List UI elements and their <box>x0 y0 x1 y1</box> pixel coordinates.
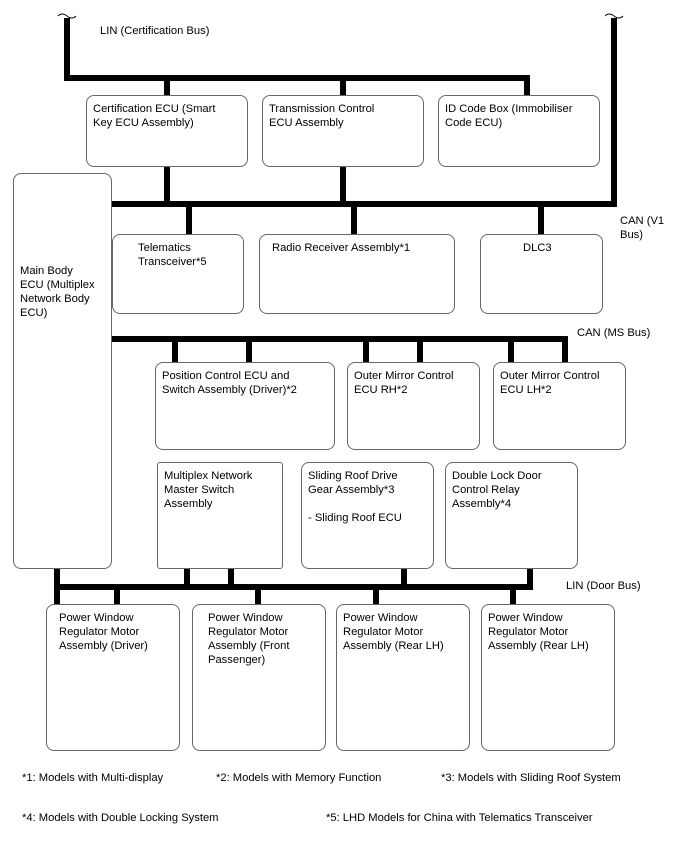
radio-receiver-label: Radio Receiver Assembly*1 <box>272 242 411 254</box>
footnote-2: *2: Models with Memory Function <box>216 772 382 784</box>
lin-door-bus-label: LIN (Door Bus) <box>566 580 641 592</box>
outer-mirror-rh-label: Outer Mirror Control ECU RH*2 <box>354 370 454 396</box>
can-v1-bus <box>112 18 617 235</box>
power-window-driver-box: Power Window Regulator Motor Assembly (D… <box>46 604 180 751</box>
dlc3-label: DLC3 <box>523 242 552 254</box>
footnote-1: *1: Models with Multi-display <box>22 772 164 784</box>
outer-mirror-rh-box: Outer Mirror Control ECU RH*2 <box>347 362 480 450</box>
multiplex-network-master-switch-box: Multiplex Network Master Switch Assembly <box>157 462 283 569</box>
telematics-transceiver-box: Telematics Transceiver*5 <box>112 234 244 314</box>
position-control-ecu-box: Position Control ECU and Switch Assembly… <box>155 362 335 450</box>
outer-mirror-lh-box: Outer Mirror Control ECU LH*2 <box>493 362 626 450</box>
certification-ecu-box: Certification ECU (Smart Key ECU Assembl… <box>86 95 248 167</box>
power-window-front-passenger-label: Power Window Regulator Motor Assembly (F… <box>208 612 290 666</box>
lin-certification-bus-label: LIN (Certification Bus) <box>100 25 210 37</box>
sliding-roof-ecu-label: - Sliding Roof ECU <box>308 512 402 524</box>
main-body-ecu-box: Main Body ECU (Multiplex Network Body EC… <box>13 173 112 569</box>
sliding-roof-drive-gear-label: Sliding Roof Drive Gear Assembly*3 <box>308 470 398 496</box>
sliding-roof-drive-gear-box: Sliding Roof Drive Gear Assembly*3 - Sli… <box>301 462 434 569</box>
certification-ecu-label: Certification ECU (Smart Key ECU Assembl… <box>93 103 216 129</box>
outer-mirror-lh-label: Outer Mirror Control ECU LH*2 <box>500 370 600 396</box>
multiplex-network-master-switch-label: Multiplex Network Master Switch Assembly <box>164 470 253 510</box>
id-code-box-label: ID Code Box (Immobiliser Code ECU) <box>445 103 573 129</box>
footnote-4: *4: Models with Double Locking System <box>22 812 219 824</box>
id-code-box: ID Code Box (Immobiliser Code ECU) <box>438 95 600 167</box>
transmission-control-ecu-label: Transmission Control ECU Assembly <box>269 103 375 129</box>
main-body-ecu-label: Main Body ECU (Multiplex Network Body EC… <box>20 265 95 319</box>
power-window-rear-lh-label-2: Power Window Regulator Motor Assembly (R… <box>488 612 589 652</box>
break-mark-right <box>604 13 624 19</box>
lin-door-bus <box>54 569 533 604</box>
transmission-control-ecu-box: Transmission Control ECU Assembly <box>262 95 424 167</box>
footnote-5: *5: LHD Models for China with Telematics… <box>326 812 593 824</box>
power-window-rear-lh-box-1: Power Window Regulator Motor Assembly (R… <box>336 604 470 751</box>
dlc3-box: DLC3 <box>480 234 603 314</box>
power-window-rear-lh-label-1: Power Window Regulator Motor Assembly (R… <box>343 612 444 652</box>
can-ms-bus-label: CAN (MS Bus) <box>577 327 651 339</box>
can-v1-bus-label: CAN (V1 Bus) <box>620 215 665 241</box>
position-control-ecu-label: Position Control ECU and Switch Assembly… <box>162 370 297 396</box>
power-window-rear-lh-box-2: Power Window Regulator Motor Assembly (R… <box>481 604 615 751</box>
can-ms-bus <box>112 336 568 364</box>
footnote-3: *3: Models with Sliding Roof System <box>441 772 621 784</box>
break-mark-left <box>57 13 77 19</box>
power-window-driver-label: Power Window Regulator Motor Assembly (D… <box>59 612 148 652</box>
double-lock-door-relay-label: Double Lock Door Control Relay Assembly*… <box>452 470 542 510</box>
telematics-transceiver-label: Telematics Transceiver*5 <box>138 242 207 268</box>
lin-certification-bus <box>64 18 530 97</box>
radio-receiver-box: Radio Receiver Assembly*1 <box>259 234 455 314</box>
power-window-front-passenger-box: Power Window Regulator Motor Assembly (F… <box>192 604 326 751</box>
double-lock-door-relay-box: Double Lock Door Control Relay Assembly*… <box>445 462 578 569</box>
